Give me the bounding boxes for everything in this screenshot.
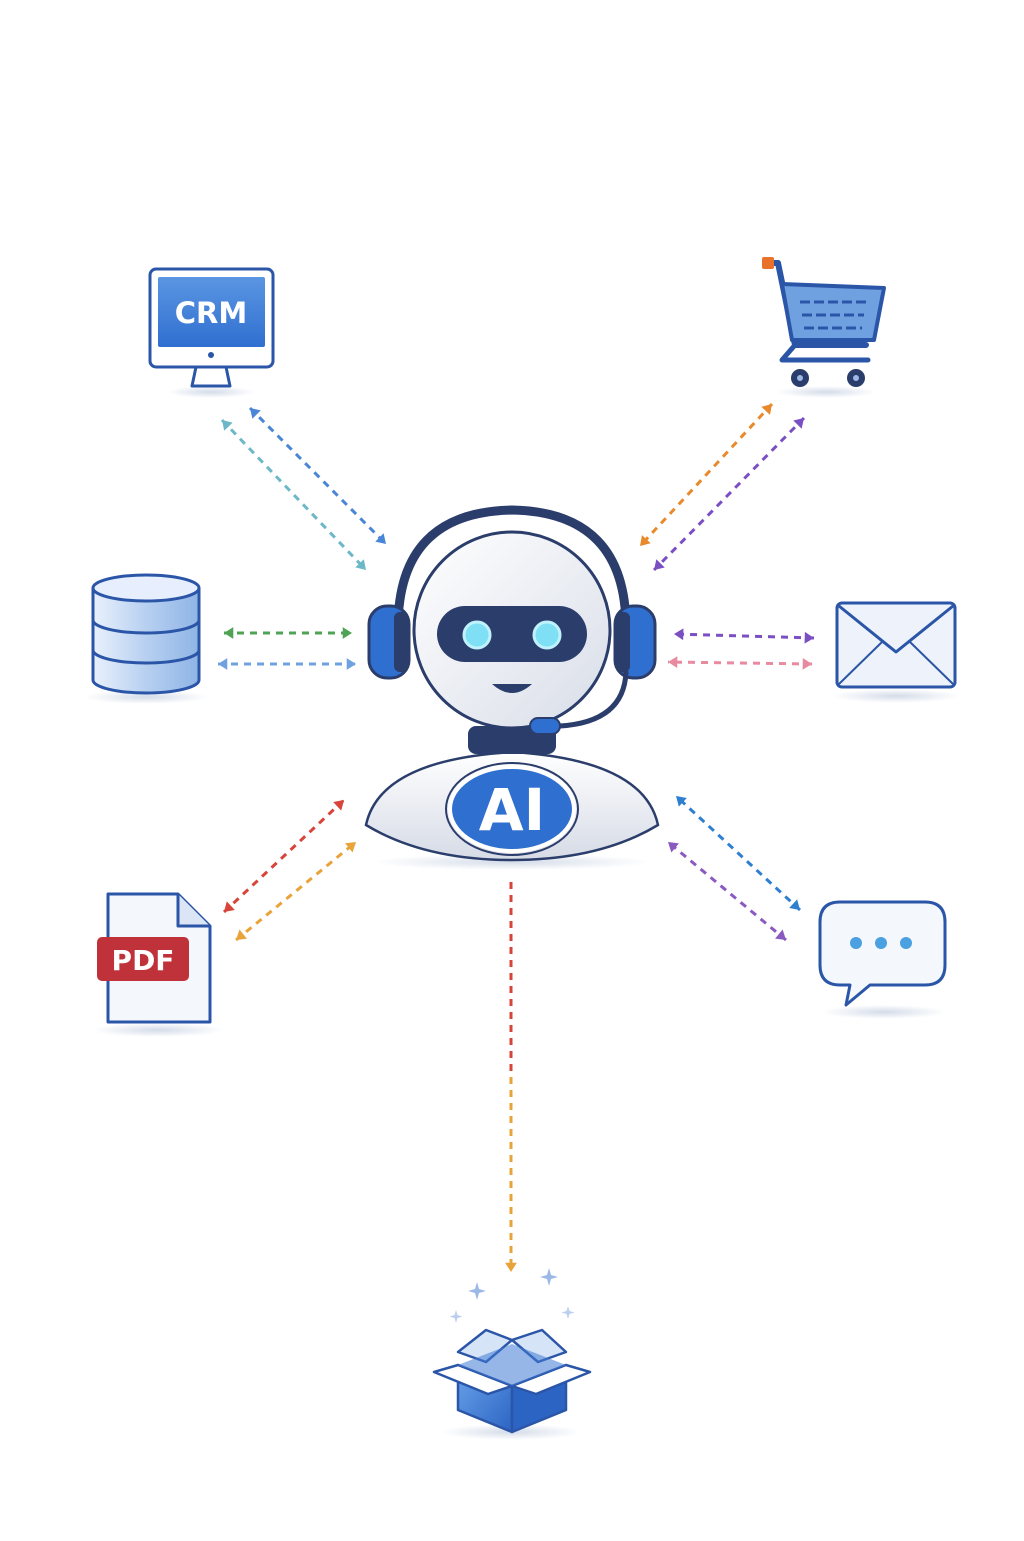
- arrowhead: [789, 899, 800, 910]
- arrowhead: [668, 656, 678, 669]
- arrowhead: [640, 535, 651, 546]
- pdf-document-icon: PDF: [92, 892, 224, 1037]
- arrowhead: [342, 627, 352, 639]
- chat-bubble-icon: [818, 900, 947, 1019]
- arrowhead: [674, 628, 684, 641]
- connection-line: [674, 794, 802, 912]
- arrowhead: [654, 559, 665, 570]
- connection-crm: [220, 406, 388, 572]
- connection-email: [667, 628, 815, 670]
- sparkle-icon: [468, 1282, 486, 1300]
- pdf-label: PDF: [112, 944, 175, 977]
- arrowhead: [505, 1262, 517, 1272]
- crm-label: CRM: [175, 296, 247, 330]
- connection-line: [235, 840, 357, 942]
- sparkle-icon: [449, 1310, 463, 1323]
- arrowhead: [802, 657, 812, 670]
- connection-pdf: [222, 798, 357, 942]
- connection-chat: [667, 794, 802, 942]
- connections: [218, 402, 815, 1272]
- arrowhead: [761, 404, 772, 415]
- arrowhead: [346, 658, 356, 670]
- arrowhead: [333, 800, 344, 811]
- connection-line: [222, 798, 346, 914]
- connection-package: [505, 882, 517, 1272]
- connection-database: [218, 627, 356, 670]
- arrowhead: [224, 627, 234, 639]
- arrowhead: [676, 796, 687, 807]
- arrowhead: [804, 631, 814, 644]
- arrowhead: [250, 408, 261, 419]
- sparkle-icon: [561, 1306, 575, 1319]
- arrowhead: [218, 658, 228, 670]
- connection-line: [673, 632, 815, 640]
- database-icon: [84, 573, 208, 704]
- envelope-icon: [832, 601, 960, 703]
- arrowhead: [224, 901, 235, 912]
- open-box-icon: [432, 1268, 592, 1440]
- connection-line: [220, 418, 368, 572]
- ai-badge-label: AI: [479, 776, 545, 844]
- arrowhead: [222, 420, 233, 431]
- arrowhead: [793, 418, 804, 429]
- arrowhead: [345, 842, 356, 853]
- arrowhead: [375, 533, 386, 544]
- crm-monitor-icon: CRM: [148, 267, 275, 398]
- arrowhead: [668, 842, 679, 853]
- connection-line: [667, 660, 813, 666]
- connection-line: [667, 840, 787, 942]
- arrowhead: [775, 929, 786, 940]
- arrowhead: [236, 929, 247, 940]
- shopping-cart-icon: [762, 257, 886, 398]
- sparkle-icon: [540, 1268, 558, 1286]
- connection-line: [248, 406, 388, 546]
- arrowhead: [355, 559, 366, 570]
- connection-line: [652, 416, 806, 572]
- robot-with-headset-icon: AI: [364, 505, 660, 870]
- connection-cart: [638, 402, 806, 572]
- connection-line: [638, 402, 774, 548]
